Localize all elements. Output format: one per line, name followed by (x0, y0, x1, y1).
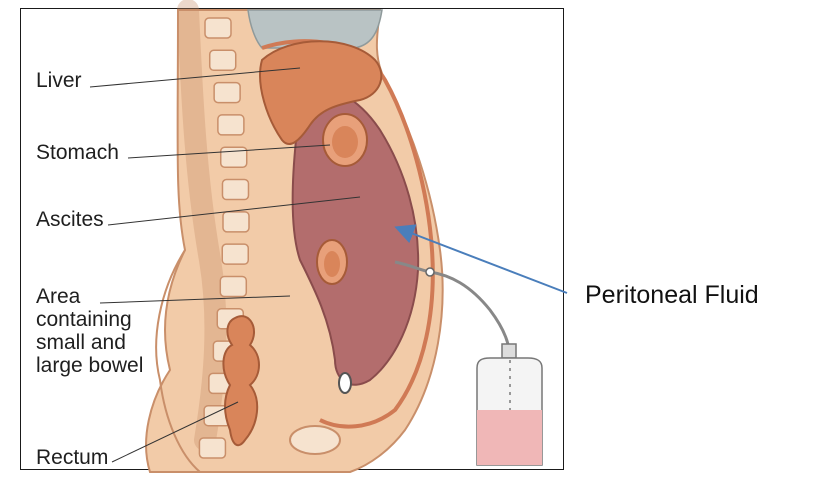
catheter-cuff (339, 373, 351, 393)
rectum-label: Rectum (36, 446, 108, 469)
vertebra (222, 180, 248, 200)
ascites-label: Ascites (36, 208, 104, 231)
bowel-area-label-line3: small and (36, 331, 126, 354)
tube-connector (426, 268, 434, 276)
vertebra (210, 50, 236, 70)
bowel-area-label-line4: large bowel (36, 354, 143, 377)
vertebra (218, 115, 244, 135)
vertebra (222, 244, 248, 264)
peritoneal-fluid-callout: Peritoneal Fluid (585, 281, 759, 309)
drainage-bag (477, 344, 542, 465)
rectum-organ (223, 316, 259, 445)
stomach-inner (332, 126, 358, 158)
vertebra (214, 83, 240, 103)
vertebra (223, 212, 249, 232)
bowel-loop-inner (324, 251, 340, 277)
pubic-bone (290, 426, 340, 454)
vertebra (199, 438, 225, 458)
stomach-label: Stomach (36, 141, 119, 164)
liver-label: Liver (36, 69, 82, 92)
vertebra (205, 18, 231, 38)
vertebra (220, 276, 246, 296)
bowel-area-label-line1: Area (36, 285, 81, 308)
bowel-area-label-line2: containing (36, 308, 132, 331)
